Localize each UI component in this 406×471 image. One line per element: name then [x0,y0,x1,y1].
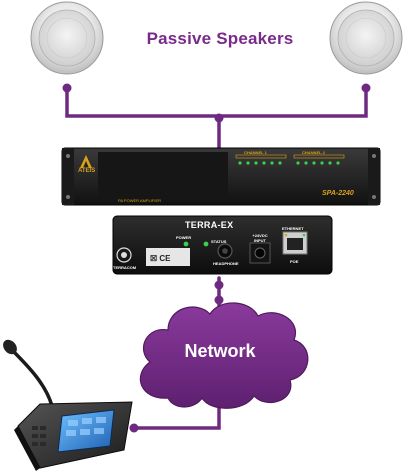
speaker-right [329,1,403,75]
power-led [183,241,189,247]
terra-ethernet-label: ETHERNET [282,226,304,231]
dot-terra-out [214,280,224,290]
amp-brand: ATEÏS [78,168,96,174]
diagram-title: Passive Speakers [146,29,294,48]
terracom-brand: TERRACOM [113,265,137,270]
paging-desk [3,339,133,471]
amp-channel-1-label: CHANNEL 1 [244,150,267,155]
svg-text:☒ CE: ☒ CE [150,254,171,263]
terra-poe-label: POE [290,259,299,264]
terracom-logo [116,247,132,263]
gooseneck-mic [10,348,54,407]
speaker-bus-line [65,86,368,118]
dot-speaker-right [361,83,371,93]
terra-headphone-label: HEADPHONE [213,261,239,266]
terra-power-label: POWER [176,235,192,240]
power-amplifier [61,147,381,206]
terra-ex-unit: ☒ CE [112,215,333,275]
network-label: Network [184,341,256,361]
dot-desk [129,423,139,433]
dot-bus [214,113,224,123]
dot-cloud-in [214,295,224,305]
network-cloud [139,302,309,409]
status-led [203,241,209,247]
terra-model-label: TERRA-EX [185,220,234,230]
amp-caption: PA POWER AMPLIFIER [118,198,162,203]
terra-dc-input-label: +24VDC INPUT [252,233,268,243]
terra-status-label: STATUS [211,239,227,244]
compliance-label [146,248,190,266]
vent-grille [98,152,228,198]
amp-channel-2-label: CHANNEL 2 [302,150,325,155]
speaker-left [30,1,104,75]
dot-speaker-left [62,83,72,93]
ateis-logo [80,155,92,168]
channel-leds [238,161,340,165]
amp-model-label: SPA-2240 [322,190,354,197]
